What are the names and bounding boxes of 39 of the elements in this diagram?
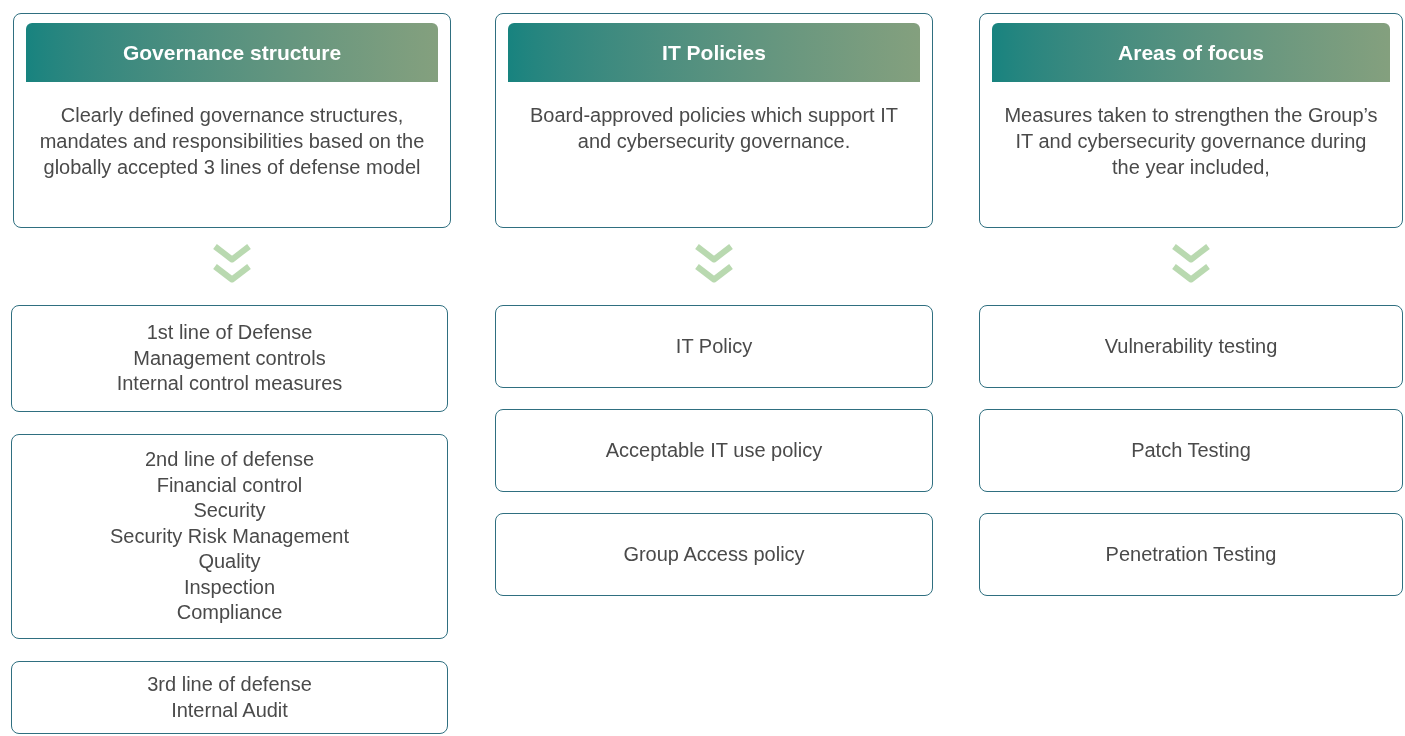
item-text: Penetration Testing bbox=[1105, 541, 1277, 567]
item-box bbox=[11, 661, 448, 734]
item-text: Internal control measures bbox=[116, 371, 343, 397]
item-text: Security Risk Management bbox=[110, 523, 349, 549]
item-text: Quality bbox=[198, 549, 261, 575]
item-box bbox=[979, 409, 1403, 492]
item-text: Financial control bbox=[156, 472, 303, 498]
item-box bbox=[495, 513, 933, 596]
item-text: Management controls bbox=[133, 345, 326, 371]
item-text: Internal Audit bbox=[171, 697, 288, 723]
item-box bbox=[979, 305, 1403, 388]
double-chevron-arrow bbox=[694, 243, 734, 283]
item-text: Vulnerability testing bbox=[1104, 333, 1278, 359]
card-description: Measures taken to strengthen the Group’s IT and cybersecurity governance during the year included, bbox=[1003, 103, 1379, 180]
item-box bbox=[11, 305, 448, 412]
item-text: IT Policy bbox=[675, 333, 753, 359]
item-text: 1st line of Defense bbox=[146, 320, 313, 346]
item-text: Group Access policy bbox=[623, 541, 805, 567]
item-box bbox=[495, 409, 933, 492]
item-text: Acceptable IT use policy bbox=[605, 437, 823, 463]
item-box bbox=[495, 305, 933, 388]
card-description: Board-approved policies which support IT and cybersecurity governance. bbox=[529, 103, 899, 154]
card-header: Governance structure bbox=[26, 23, 438, 82]
item-text: Patch Testing bbox=[1131, 437, 1251, 463]
item-text: Compliance bbox=[176, 600, 283, 626]
item-text: Inspection bbox=[183, 574, 276, 600]
info-card bbox=[13, 13, 451, 228]
item-text: 2nd line of defense bbox=[145, 447, 314, 473]
card-description: Clearly defined governance structures, mandates and responsibilities based on the globally accepted 3 lines of defense model bbox=[38, 103, 426, 180]
double-chevron-arrow bbox=[1171, 243, 1211, 283]
item-text: 3rd line of defense bbox=[147, 672, 312, 697]
item-box bbox=[11, 434, 448, 639]
card-header: IT Policies bbox=[508, 23, 920, 82]
item-box bbox=[979, 513, 1403, 596]
card-header: Areas of focus bbox=[992, 23, 1390, 82]
double-chevron-arrow bbox=[212, 243, 252, 283]
item-text: Security bbox=[193, 498, 266, 524]
info-card bbox=[495, 13, 933, 228]
info-card bbox=[979, 13, 1403, 228]
